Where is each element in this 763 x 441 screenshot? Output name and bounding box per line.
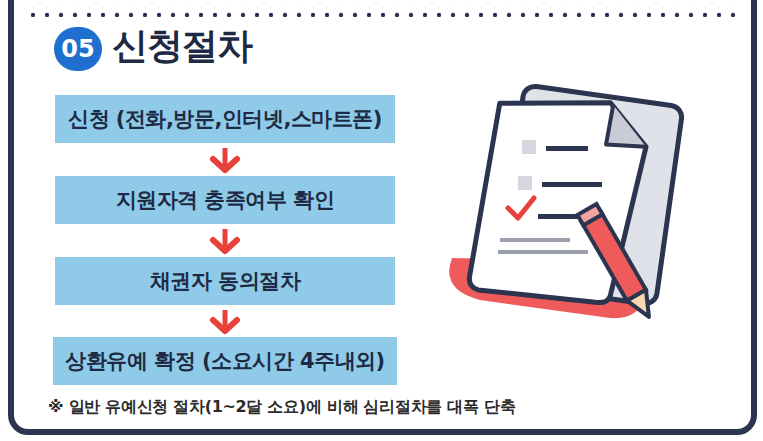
flow-arrow	[213, 310, 237, 332]
box-label: 지원자격 충족여부 확인	[116, 186, 335, 214]
box-text-group: 상환유예 확정 (소요시간 4주내외)	[65, 347, 384, 375]
process-box: 채권자 동의절차	[55, 257, 395, 305]
step-badge: 05	[54, 27, 102, 71]
dotted-line	[28, 7, 740, 17]
document-icon	[449, 85, 683, 322]
process-box: 상환유예 확정 (소요시간 4주내외)	[53, 337, 397, 385]
box-text-group: 지원자격 충족여부 확인	[116, 186, 335, 214]
flow-arrow	[213, 229, 237, 252]
process-box: 지원자격 충족여부 확인	[55, 176, 395, 224]
box-text-group: 채권자 동의절차	[150, 267, 300, 295]
box-text-group: 신청 (전화,방문,인터넷,스마트폰)	[68, 105, 382, 133]
flow-arrow	[213, 148, 237, 171]
box-label: 상환유예 확정 (소요시간 4주내외)	[65, 347, 384, 375]
footnote: ※ 일반 유예신청 절차(1~2달 소요)에 비해 심리절차를 대폭 단축	[48, 397, 515, 418]
box-label: 채권자 동의절차	[150, 267, 300, 295]
title: 신청절차	[112, 22, 252, 71]
process-box: 신청 (전화,방문,인터넷,스마트폰)	[55, 95, 395, 143]
box-label: 신청 (전화,방문,인터넷,스마트폰)	[68, 105, 382, 133]
